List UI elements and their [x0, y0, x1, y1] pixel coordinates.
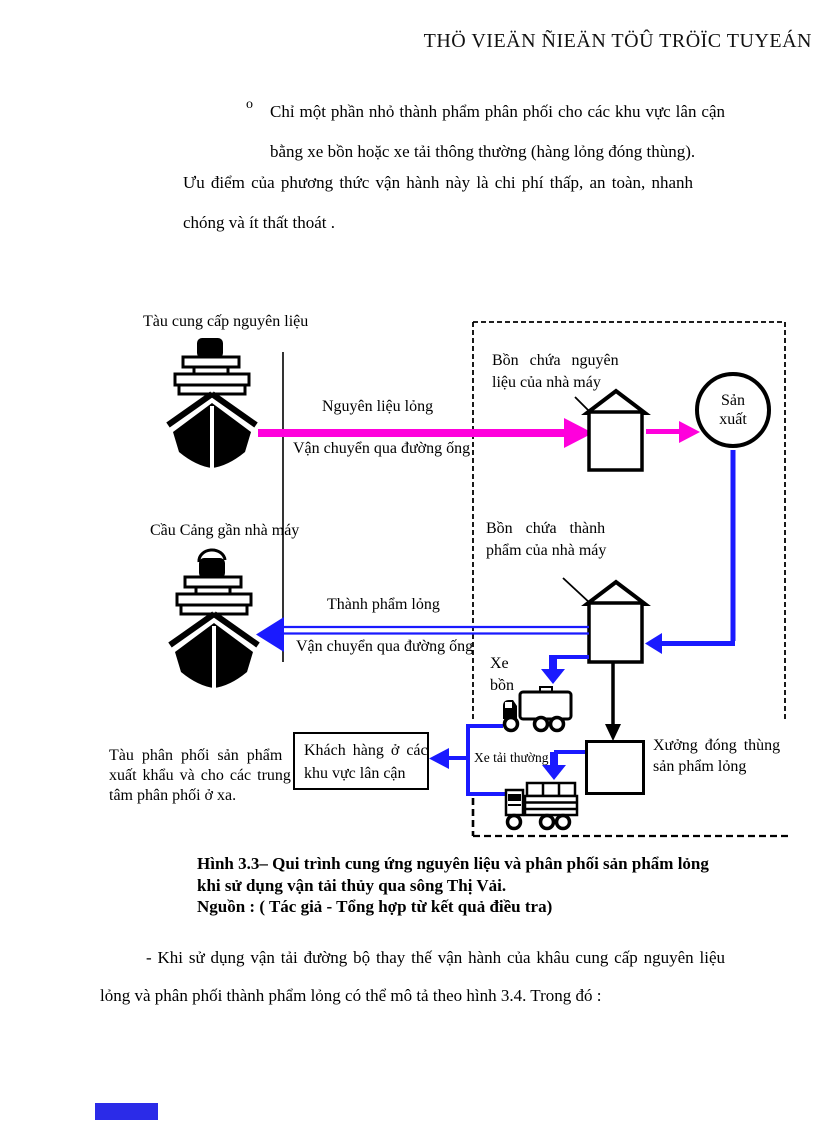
bullet-item-text: Chỉ một phần nhỏ thành phẩm phân phối ch… [270, 102, 725, 161]
page-header-banner: THÖ VIEÄN ÑIEÄN TÖÛ TRÖÏC TUYEÁN [423, 30, 812, 52]
label-raw-flow-mode: Vận chuyển qua đường ống [293, 440, 471, 457]
label-supply-ship: Tàu cung cấp nguyên liệu [143, 313, 309, 330]
label-production: Sản xuất [719, 392, 747, 428]
label-product-flow-name: Thành phẩm lỏng [327, 596, 440, 613]
tanker-truck-icon [502, 686, 573, 733]
product-flow-arrowheads [256, 617, 662, 780]
figure-caption: Hình 3.3– Qui trình cung ứng nguyên liệu… [197, 854, 709, 916]
process-boundary-dashed [471, 321, 788, 838]
label-berth: Cầu Cảng gần nhà máy [150, 522, 300, 539]
packing-plant-box [585, 740, 645, 795]
production-circle [695, 372, 771, 448]
label-product-tank: Bồn chứa thành phẩm của nhà máy [486, 520, 607, 559]
distribution-ship-icon [170, 548, 258, 688]
raw-tank-icon [574, 388, 651, 472]
raw-material-flow-arrow [258, 418, 700, 448]
supply-ship-icon [168, 338, 256, 468]
paragraph-advantages: Ưu điểm của phương thức vận hành này là … [183, 173, 693, 232]
page-marker-bar [95, 1103, 158, 1120]
product-flow-lines [283, 450, 736, 796]
label-packing-plant: Xưởng đóng thùng sản phẩm lỏng [653, 737, 781, 775]
box-truck-icon [504, 781, 579, 831]
customers-box: Khách hàng ở các khu vực lân cận [293, 732, 429, 790]
packing-arrow [605, 662, 621, 741]
label-raw-tank: Bồn chứa nguyên liệu của nhà máy [492, 352, 619, 391]
label-product-flow-mode: Vận chuyển qua đường ống [296, 638, 474, 655]
label-distribution-ship: Tàu phân phối sản phẩm xuất khẩu và cho … [109, 747, 291, 804]
product-tank-icon [562, 577, 651, 664]
label-tanker-truck: Xe bồn [490, 655, 514, 694]
paragraph-road-transport: - Khi sử dụng vận tải đường bộ thay thế … [100, 948, 725, 1005]
label-raw-flow-name: Nguyên liệu lỏng [322, 398, 434, 415]
label-normal-truck: Xe tải thường [474, 750, 549, 765]
bullet-marker: o [246, 97, 253, 112]
